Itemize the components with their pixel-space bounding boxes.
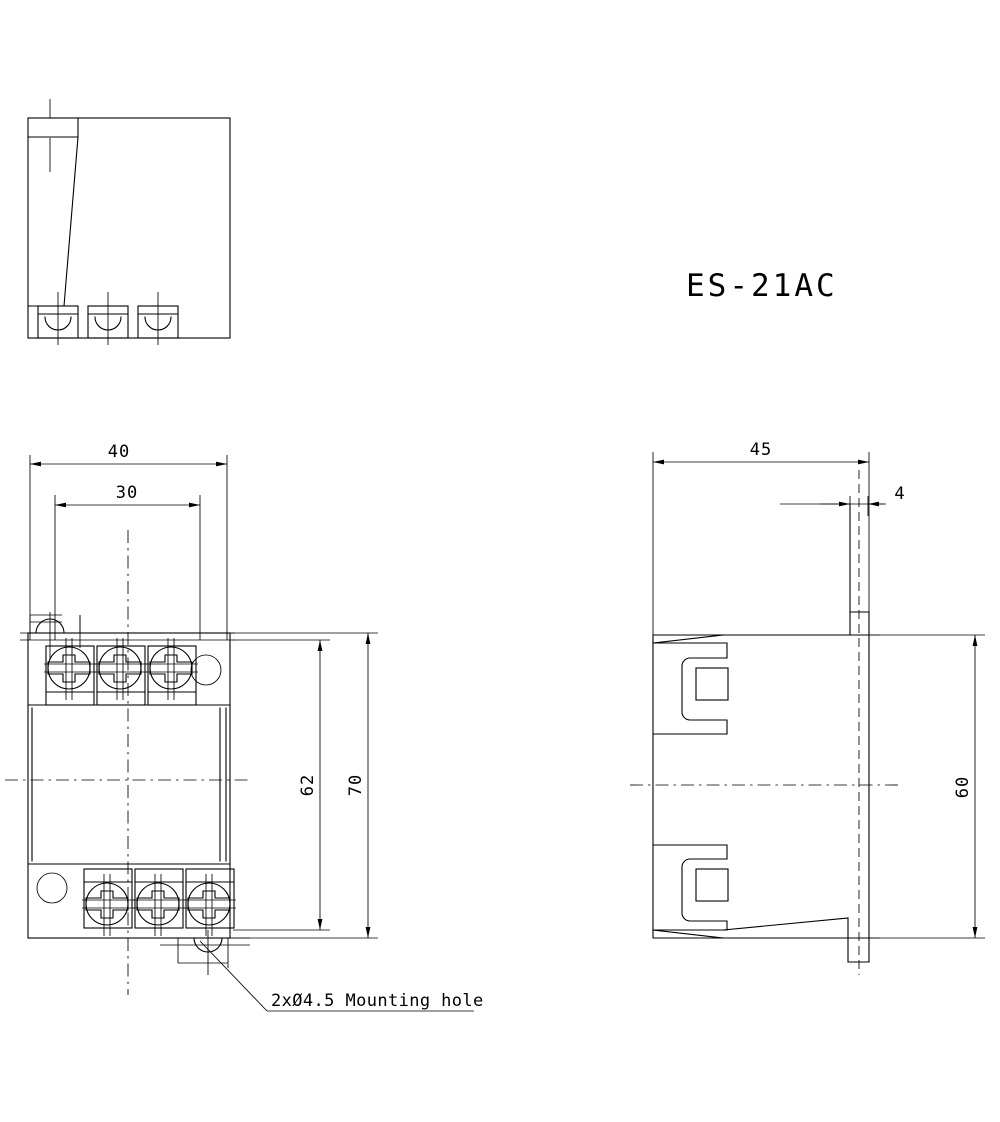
front-dim-label-30: 30 xyxy=(116,483,138,503)
side-top-tab xyxy=(849,503,870,613)
side-dim-label-60: 60 xyxy=(953,776,973,798)
drawing-title: ES-21AC xyxy=(686,268,838,304)
front-terminal-top-2 xyxy=(95,638,147,706)
side-bottom-lip-slant xyxy=(722,917,849,931)
top-view-lever-taper xyxy=(27,136,79,307)
side-bottom-slant-edge xyxy=(652,929,724,939)
front-body-outline xyxy=(27,632,231,939)
side-clip-top xyxy=(652,642,729,735)
side-clip-bottom-square-hole xyxy=(695,868,729,902)
front-terminal-bottom-2 xyxy=(133,868,185,936)
view-top xyxy=(27,99,231,345)
side-dim-label-4: 4 xyxy=(894,484,905,504)
view-front: 40 30 xyxy=(5,442,484,1012)
side-clip-bottom xyxy=(652,844,729,931)
side-clip-top-square-hole xyxy=(695,667,729,701)
front-terminal-top-3 xyxy=(146,638,198,706)
front-hole-top-right xyxy=(190,654,222,686)
side-body-outline xyxy=(652,634,870,939)
top-view-body-outline xyxy=(27,117,231,339)
top-view-terminal-2 xyxy=(87,292,129,345)
front-terminal-top-1 xyxy=(44,638,96,706)
front-dim-label-62: 62 xyxy=(298,774,318,796)
front-hole-bottom-left xyxy=(36,872,68,904)
front-terminal-bottom-1 xyxy=(82,868,134,936)
side-top-slant-edge xyxy=(652,634,724,644)
side-bottom-tab xyxy=(847,937,870,963)
mounting-hole-note: 2xØ4.5 Mounting hole xyxy=(271,991,484,1011)
top-view-terminal-3 xyxy=(137,292,179,345)
front-mounting-hole-bottom-right xyxy=(160,930,250,975)
front-dim-label-70: 70 xyxy=(346,774,366,796)
side-dim-label-45: 45 xyxy=(750,440,772,460)
front-mounting-hole-top-left xyxy=(20,612,235,660)
front-dim-label-40: 40 xyxy=(108,442,130,462)
note-leader-line xyxy=(199,940,268,1012)
top-view-terminal-1 xyxy=(37,292,79,345)
front-terminal-bottom-3 xyxy=(184,868,236,936)
view-side: 45 4 xyxy=(630,440,985,975)
